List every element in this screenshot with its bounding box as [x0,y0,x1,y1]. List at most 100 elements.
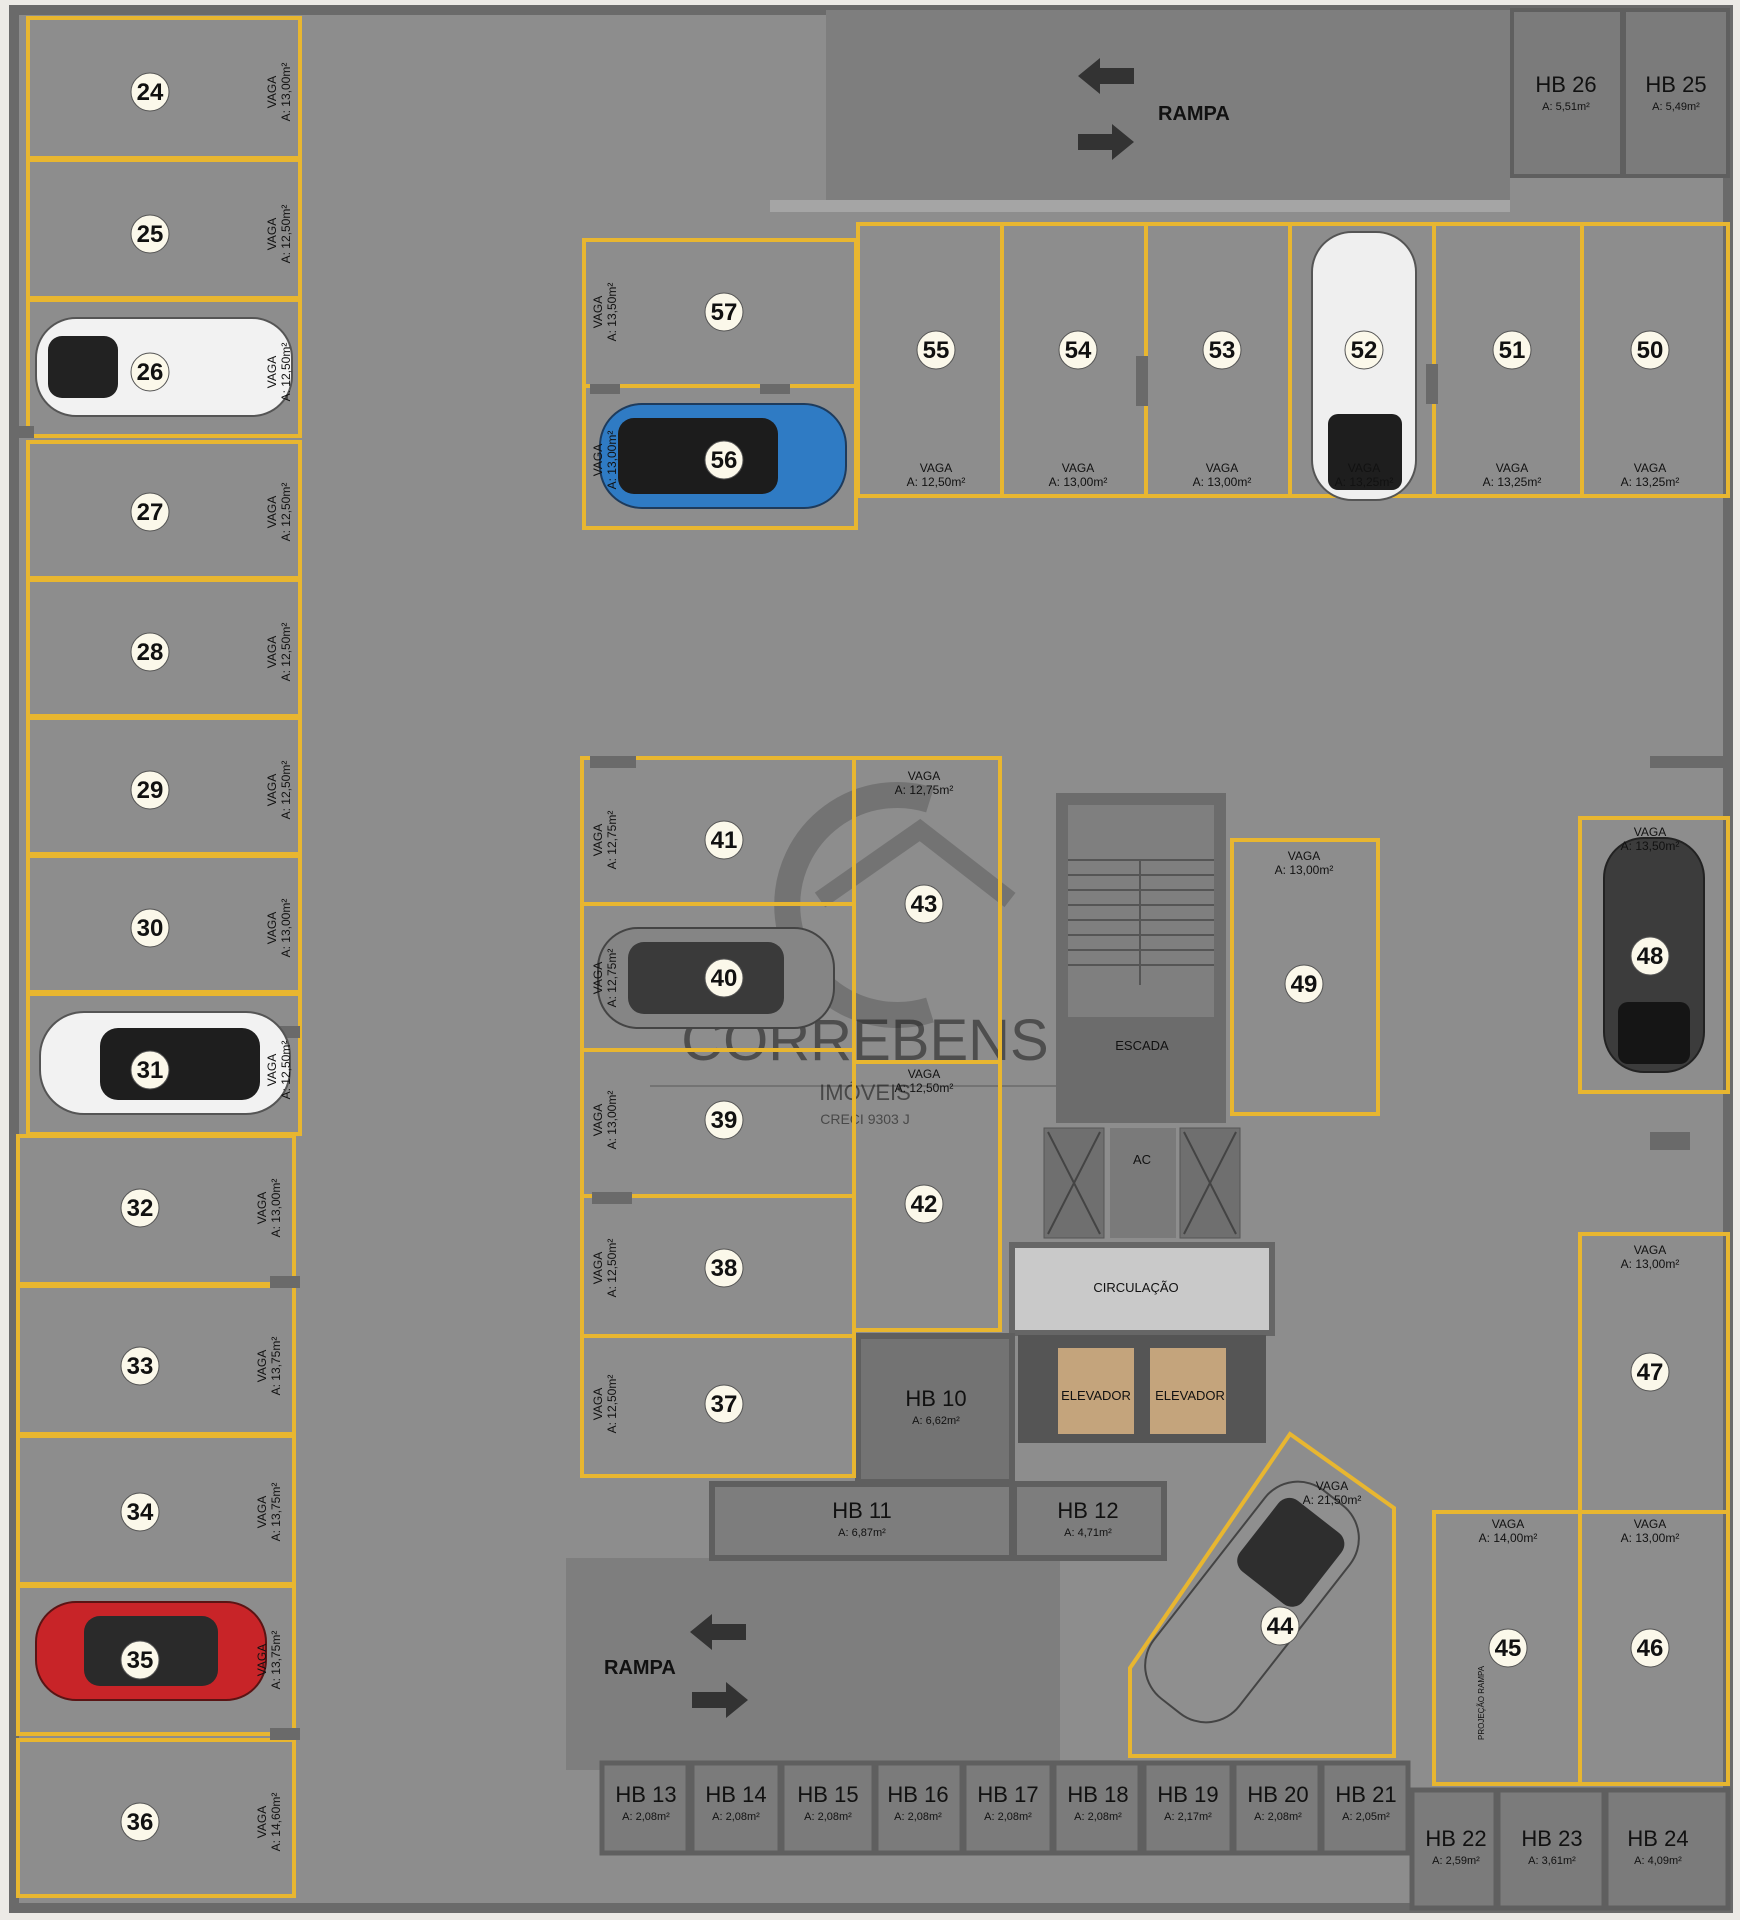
space-44-badge[interactable] [1260,1606,1300,1646]
space-38-badge[interactable] [704,1248,744,1288]
space-51-area: A: 13,25m² [1483,475,1542,489]
space-36-vaga-label: VAGA [255,1806,269,1838]
space-56-badge[interactable] [704,440,744,480]
storage-hb11-name: HB 11 [832,1498,892,1523]
space-52-area: A: 13,25m² [1335,475,1394,489]
space-26-outline[interactable] [26,298,302,438]
storage-hb18-box[interactable] [1051,1760,1143,1856]
storage-hb17-box[interactable] [961,1760,1055,1856]
space-46-area: A: 13,00m² [1621,1531,1680,1545]
space-42-outline[interactable] [852,1060,1002,1332]
space-48-outline[interactable] [1578,816,1730,1094]
watermark-sub: IMÓVEIS [819,1080,911,1105]
space-30-badge[interactable] [130,908,170,948]
space-37-outline[interactable] [580,1334,856,1478]
storage-hb20-box[interactable] [1231,1760,1323,1856]
space-50-badge[interactable] [1630,330,1670,370]
space-28-badge[interactable] [130,632,170,672]
space-45-outline[interactable] [1432,1510,1582,1786]
space-34-badge[interactable] [120,1492,160,1532]
storage-hb13-name: HB 13 [615,1782,676,1807]
space-30-vaga-label: VAGA [265,912,279,944]
space-29-badge[interactable] [130,770,170,810]
storage-hb22-name: HB 22 [1425,1826,1486,1851]
storage-hb23-box[interactable] [1495,1787,1607,1911]
storage-hb15-area: A: 2,08m² [804,1811,852,1823]
space-40-badge[interactable] [704,958,744,998]
storage-hb26-box[interactable] [1510,8,1624,178]
space-47-vaga-label: VAGA [1634,1243,1666,1257]
space-50-area: A: 13,25m² [1621,475,1680,489]
space-41-badge[interactable] [704,820,744,860]
space-25-vaga-label: VAGA [265,218,279,250]
space-28-area: A: 12,50m² [279,623,293,682]
space-43-badge[interactable] [904,884,944,924]
space-54-area: A: 13,00m² [1049,475,1108,489]
elevator-shaft-left-x [1047,1131,1101,1235]
space-49-outline[interactable] [1230,838,1380,1116]
space-52-number: 52 [1351,337,1378,364]
storage-hb15-box[interactable] [779,1760,877,1856]
storage-hb15-name: HB 15 [797,1782,858,1807]
space-47-badge[interactable] [1630,1352,1670,1392]
ac-label: AC [1133,1152,1151,1167]
space-37-badge[interactable] [704,1384,744,1424]
space-55-badge[interactable] [916,330,956,370]
space-26-badge[interactable] [130,352,170,392]
space-32-badge[interactable] [120,1188,160,1228]
ac-room [1110,1128,1176,1238]
space-33-badge[interactable] [120,1346,160,1386]
space-36-outline[interactable] [16,1738,296,1898]
space-48-badge[interactable] [1630,936,1670,976]
space-55-area: A: 12,50m² [907,475,966,489]
storage-hb22-box[interactable] [1409,1787,1499,1911]
space-37-area: A: 12,50m² [605,1375,619,1434]
space-46-badge[interactable] [1630,1628,1670,1668]
storage-hb19-box[interactable] [1141,1760,1235,1856]
space-54-badge[interactable] [1058,330,1098,370]
storage-hb24-box[interactable] [1603,1787,1731,1911]
ramp-bottom-label: RAMPA [604,1657,676,1679]
space-49-vaga-label: VAGA [1288,849,1320,863]
space-24-number: 24 [137,79,164,106]
storage-hb13-box[interactable] [599,1760,691,1856]
storage-hb12-name: HB 12 [1057,1498,1118,1523]
space-49-badge[interactable] [1284,964,1324,1004]
space-57-badge[interactable] [704,292,744,332]
space-35-outline[interactable] [16,1584,296,1736]
storage-hb12-box[interactable] [1011,1481,1167,1561]
storage-hb16-name: HB 16 [887,1782,948,1807]
storage-hb14-box[interactable] [689,1760,783,1856]
space-27-badge[interactable] [130,492,170,532]
space-50-outline[interactable] [1580,222,1730,498]
space-31-area: A: 12,50m² [279,1041,293,1100]
space-42-badge[interactable] [904,1184,944,1224]
space-48-area: A: 13,50m² [1621,839,1680,853]
space-26-area: A: 12,50m² [279,343,293,402]
space-53-badge[interactable] [1202,330,1242,370]
space-24-badge[interactable] [130,72,170,112]
space-36-badge[interactable] [120,1802,160,1842]
space-35-badge[interactable] [120,1640,160,1680]
space-30-area: A: 13,00m² [279,899,293,958]
space-25-badge[interactable] [130,214,170,254]
storage-hb25-box[interactable] [1622,8,1730,178]
space-52-badge[interactable] [1344,330,1384,370]
elevator-shaft-right-x [1183,1131,1237,1235]
storage-hb10-box[interactable] [855,1333,1015,1485]
space-31-badge[interactable] [130,1050,170,1090]
storage-hb16-box[interactable] [873,1760,965,1856]
space-45-badge[interactable] [1488,1628,1528,1668]
circulation-label: CIRCULAÇÃO [1093,1280,1178,1295]
space-39-badge[interactable] [704,1100,744,1140]
storage-hb21-box[interactable] [1319,1760,1411,1856]
space-44-outline[interactable] [1128,1431,1396,1758]
space-51-badge[interactable] [1492,330,1532,370]
space-49-number: 49 [1291,971,1318,998]
